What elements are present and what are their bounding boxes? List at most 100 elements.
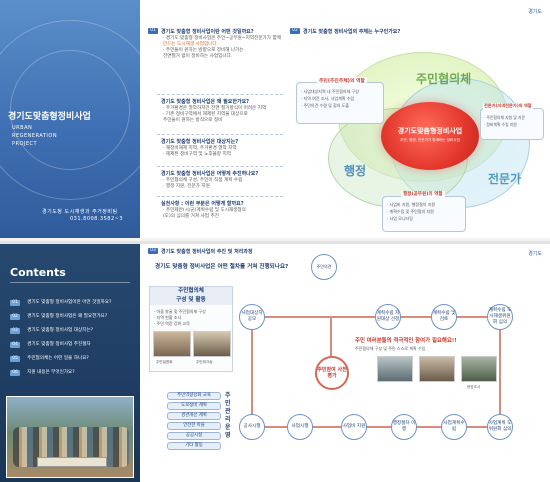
section-badge-01: 01	[148, 28, 158, 34]
support-pill-3: 경관개선 계획	[167, 412, 221, 420]
contents-text: 지원 내용은 무엇인가요?	[27, 370, 75, 375]
step-business-plan[interactable]: 사업계획수립	[441, 414, 467, 440]
faq-a2-line3: 주민들이 원하는 방식으로 정비	[163, 118, 223, 123]
cover-subtitle-2: REGENERATION	[12, 133, 58, 139]
support-pill-4: 안전한 마을	[167, 422, 221, 430]
council-card-title1: 주민협의체	[178, 288, 204, 294]
contents-text: 주민협의체는 어떤 일을 하나요?	[27, 356, 89, 361]
step-construction[interactable]: 공사시행	[239, 414, 265, 440]
photo-caption-2: 주민워크숍	[196, 360, 213, 364]
council-card-title2: 구성 및 활동	[176, 297, 206, 303]
photo-caption-1: 주민설명회	[156, 360, 173, 364]
expert-role-1: · 주민협의체 지원 및 자문	[484, 115, 525, 120]
cover-subtitle-1: URBAN	[12, 125, 33, 131]
faq-a3-line2: · 해제된 정비구역 및 노후불량 지역	[163, 152, 231, 157]
contents-item[interactable]: 01 경기도 맞춤형 정비사업이란 어떤 것일까요?	[10, 288, 111, 307]
resident-role-2: · 지역 여건 조사, 사업계획 수립	[301, 96, 355, 101]
faq-a1-line4: 전면철거 없이 정비하는 사업입니다.	[163, 54, 233, 59]
alert-subtext: 주민협의체 구성 및 주민 스스로 계획 수립	[355, 346, 426, 351]
expert-role-2: · 정비계획 수립 지원	[484, 122, 517, 127]
center-subtitle: 주민, 행정, 전문가가 함께하는 정비사업	[400, 138, 460, 142]
council-card: 주민협의체 구성 및 활동 · 마을 발굴 및 주민협의체 구성 · 지역 현황…	[149, 286, 233, 372]
brochure-inner-spread: 경기도맞춤형정비사업 URBAN REGENERATION PROJECT 경기…	[0, 0, 550, 238]
support-pill-2: 도로정비 계획	[167, 402, 221, 410]
contents-item[interactable]: 03 경기도 맞춤형 정비사업 대상지는?	[10, 316, 93, 335]
contents-text: 경기도 맞춤형 정비사업 추진절차	[27, 342, 91, 347]
step-provincial-review[interactable]: 사업계획 도위원회 심의	[487, 414, 513, 440]
step-plan-review[interactable]: 계획수립 및 검토	[431, 304, 457, 330]
faq-a3-line1: · 재정비해제 지역, 주거환경 열악 지역	[163, 146, 237, 151]
faq-a5-line2: (도)의 심의를 거쳐 사업 추진	[163, 214, 219, 219]
faq-a1-line2: 만드는 도시재생 사업입니다.	[163, 42, 219, 47]
resident-role-3: · 주민의견 수렴 및 합의 도출	[301, 103, 350, 108]
faq-q1: 경기도 맞춤형 정비사업이란 어떤 것일까요?	[161, 29, 254, 35]
meeting-photo-1	[153, 331, 191, 357]
gyeonggi-logo: 경기도	[528, 251, 542, 257]
activity-caption-3: 현장조사	[467, 385, 481, 389]
council-card-header: 주민협의체 구성 및 활동	[150, 287, 232, 305]
admin-role-2: · 계획수립 및 주민협의 지원	[387, 209, 434, 214]
step-admin-procedure[interactable]: 행정절차 이행	[391, 414, 417, 440]
step-plan-support[interactable]: 계획수립 지원대상 선정	[375, 304, 401, 330]
section-badge-02: 02	[290, 28, 300, 34]
council-line-2: · 지역 현황 조사	[154, 315, 182, 320]
diagram-heading: 경기도 맞춤형 정비사업의 주체는 누구인가요?	[303, 29, 401, 35]
expert-role-title: 전문가(지역전문가)의 역할	[483, 103, 533, 109]
faq-a5-line1: · 주민제안(시/군)계획수립 및 도시재생협의	[163, 208, 246, 213]
process-subheading: 경기도 맞춤형 정비사업은 어떤 절차를 거쳐 진행되나요?	[155, 264, 289, 270]
step-target-selection[interactable]: 사업대상지 공모	[239, 304, 265, 330]
support-pill-5: 공공시설	[167, 432, 221, 440]
faq-q5: 실천사항 : 이런 부분은 어떻게 할까요?	[161, 201, 244, 207]
contents-num: 03	[10, 328, 20, 334]
activity-photo-2	[419, 356, 455, 382]
admin-role-title: 행정(공무원)의 역할	[401, 191, 445, 197]
center-title: 경기도맞춤형정비사업	[397, 127, 463, 135]
admin-role-box: 행정(공무원)의 역할 · 사업비 지원, 행정절차 지원 · 계획수립 및 주…	[382, 191, 466, 232]
process-heading: 경기도 맞춤형 정비사업의 추진 및 처리과정	[161, 249, 253, 255]
contents-text: 경기도 맞춤형 정비사업은 왜 필요한가요?	[27, 314, 108, 319]
contents-item[interactable]: 02 경기도 맞춤형 정비사업은 왜 필요한가요?	[10, 302, 107, 321]
contents-item[interactable]: 04 경기도 맞춤형 정비사업 추진절차	[10, 330, 91, 349]
faq-a1-line1: · 경기도 맞춤형 정비사업은 주민~공무원~지역전문가가 함께	[163, 36, 281, 41]
cover-footer-phone: 031.8008.3582~3	[70, 216, 124, 222]
step-start[interactable]: 주민의견	[311, 254, 337, 280]
expert-role-box: 전문가(지역전문가)의 역할 · 주민협의체 지원 및 자문 · 정비계획 수립…	[480, 103, 544, 140]
resident-role-title: 주민(추진주체)의 역할	[317, 77, 367, 84]
contents-num: 01	[10, 300, 20, 306]
participation-alert: 주민 여러분들의 적극적인 참여가 필요해요!! 주민협의체 구성 및 주민 스…	[355, 336, 545, 352]
step-plan-council[interactable]: 계획수립 도시재생위원회 심의	[487, 304, 513, 330]
faq-a4-line1: · 주민협의체 구성, 주민이 직접 계획 수립	[163, 178, 243, 183]
brochure-cover-spread: Contents 01 경기도 맞춤형 정비사업이란 어떤 것일까요? 02 경…	[0, 241, 550, 482]
center-core	[381, 102, 479, 170]
label-resident: 주민협의체	[416, 72, 472, 86]
contents-text: 경기도 맞춤형 정비사업 대상지는?	[27, 328, 94, 333]
actors-diagram: 경기도 02 경기도 맞춤형 정비사업의 주체는 누구인가요? 경기도맞춤형정비…	[288, 0, 550, 238]
contents-item[interactable]: 05 주민협의체는 어떤 일을 하나요?	[10, 344, 89, 363]
resident-role-1: · 사업대상지역 내 주민협의체 구성	[301, 89, 359, 94]
council-line-3: · 주민 역량 강화 교육	[154, 321, 190, 326]
cover-title: 경기도맞춤형정비사업	[8, 112, 91, 122]
contents-text: 경기도 맞춤형 정비사업이란 어떤 것일까요?	[27, 300, 112, 305]
cover-subtitle-3: PROJECT	[12, 141, 38, 147]
cover-side-panel: 경기도맞춤형정비사업 URBAN REGENERATION PROJECT 경기…	[0, 0, 160, 238]
faq-q4: 경기도 맞춤형 정비사업은 어떻게 추진하나요?	[161, 171, 259, 177]
activity-photo-1	[377, 356, 413, 382]
process-page: 경기도 03 경기도 맞춤형 정비사업의 추진 및 처리과정 경기도 맞춤형 정…	[145, 244, 550, 482]
resident-management-label: 주민관리운영	[225, 392, 231, 439]
contents-panel: Contents 01 경기도 맞춤형 정비사업이란 어떤 것일까요? 02 경…	[0, 244, 140, 482]
contents-num: 02	[10, 314, 20, 320]
faq-a2-line1: · 주거환경은 열악하지만 전면 철거방식이 어려운 지역	[163, 106, 267, 111]
contents-item[interactable]: 06 지원 내용은 무엇인가요?	[10, 358, 75, 377]
label-admin: 행정	[344, 164, 367, 178]
step-funding[interactable]: 사업비 지원	[341, 414, 367, 440]
section-badge-03: 03	[148, 248, 158, 254]
faq-q2: 경기도 맞춤형 정비사업은 왜 필요한가요?	[161, 99, 250, 105]
activity-photo-3	[461, 356, 497, 382]
council-line-1: · 마을 발굴 및 주민협의체 구성	[154, 309, 206, 314]
resident-role-box: 주민(추진주체)의 역할 · 사업대상지역 내 주민협의체 구성 · 지역 여건…	[296, 77, 384, 124]
group-photo	[6, 396, 134, 478]
step-resident-eval[interactable]: 주민참여 사전평가	[315, 356, 349, 390]
step-implementation[interactable]: 사업시행	[287, 414, 313, 440]
faq-a2-line2: · 기존 정비구역에서 해제된 지역을 대상으로	[163, 112, 248, 117]
admin-role-3: · 사업 모니터링	[387, 216, 413, 221]
